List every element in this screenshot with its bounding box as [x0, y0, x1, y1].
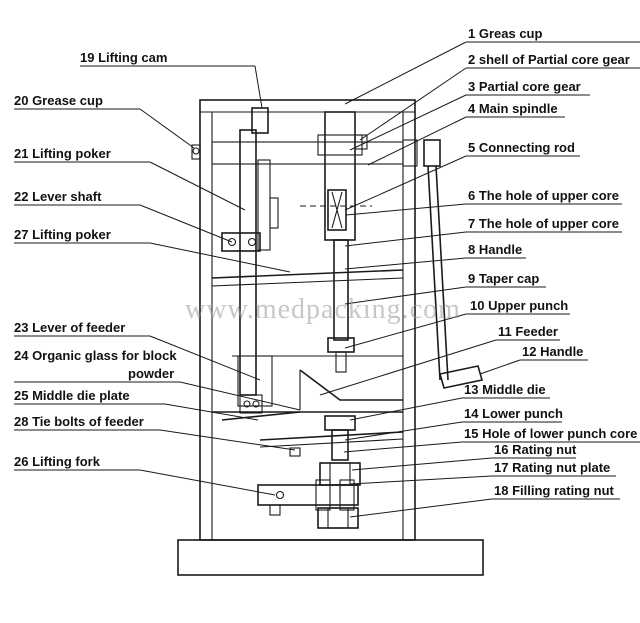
label-upper-punch: 10 Upper punch [470, 298, 568, 313]
lifting-cam [251, 107, 269, 134]
feeder [237, 355, 273, 407]
label-organic-glass: 24 Organic glass for block [14, 348, 177, 363]
label-upper-core-hole-6: 6 The hole of upper core [468, 188, 619, 203]
label-lever-of-feeder: 23 Lever of feeder [14, 320, 125, 335]
watermark-text: www.medpacking.com [185, 294, 461, 325]
label-tie-bolts-of-feeder: 28 Tie bolts of feeder [14, 414, 144, 429]
label-taper-cap: 9 Taper cap [468, 271, 539, 286]
label-lifting-poker-27: 27 Lifting poker [14, 227, 111, 242]
label-lower-punch: 14 Lower punch [464, 406, 563, 421]
label-partial-core-gear: 3 Partial core gear [468, 79, 581, 94]
label-upper-core-hole-7: 7 The hole of upper core [468, 216, 619, 231]
label-grease-cup: 20 Grease cup [14, 93, 103, 108]
label-filling-rating-nut: 18 Filling rating nut [494, 483, 615, 498]
label-middle-die: 13 Middle die [464, 382, 546, 397]
lower-punch [331, 429, 349, 461]
machine-frame [199, 99, 416, 541]
leader-lines [14, 41, 640, 518]
label-lifting-fork: 26 Lifting fork [14, 454, 101, 469]
label-lifting-cam: 19 Lifting cam [80, 50, 167, 65]
label-lower-punch-core-hole: 15 Hole of lower punch core [464, 426, 637, 441]
label-handle-8: 8 Handle [468, 242, 522, 257]
label-lever-shaft: 22 Lever shaft [14, 189, 102, 204]
label-organic-glass-powder: powder [128, 366, 174, 381]
filling-rating-nut [317, 507, 359, 529]
labels-right: 1 Greas cup 2 shell of Partial core gear… [464, 26, 637, 498]
label-lifting-poker-21: 21 Lifting poker [14, 146, 111, 161]
label-rating-nut-plate: 17 Rating nut plate [494, 460, 610, 475]
label-main-spindle: 4 Main spindle [468, 101, 558, 116]
label-feeder: 11 Feeder [498, 324, 558, 339]
lifting-fork [257, 484, 359, 506]
label-rating-nut: 16 Rating nut [494, 442, 577, 457]
middle-die [324, 415, 356, 431]
label-handle-12: 12 Handle [522, 344, 583, 359]
labels-left: 19 Lifting cam 20 Grease cup 21 Lifting … [14, 50, 177, 469]
machine-drawing [177, 99, 484, 576]
label-middle-die-plate: 25 Middle die plate [14, 388, 130, 403]
label-greas-cup: 1 Greas cup [468, 26, 542, 41]
machine-base [177, 539, 484, 576]
label-connecting-rod: 5 Connecting rod [468, 140, 575, 155]
label-partial-core-gear-shell: 2 shell of Partial core gear [468, 52, 630, 67]
handle-grip [438, 365, 484, 389]
handle-column [423, 139, 441, 167]
lever-shaft [221, 232, 261, 252]
